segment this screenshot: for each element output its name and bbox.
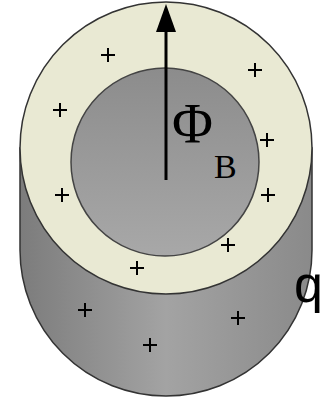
- charge-label: q: [294, 258, 323, 310]
- flux-subscript: B: [214, 150, 237, 184]
- top-face: [20, 2, 312, 294]
- flux-symbol: Φ: [172, 96, 213, 152]
- charge-signs: [53, 48, 275, 352]
- flux-arrow: [156, 4, 176, 180]
